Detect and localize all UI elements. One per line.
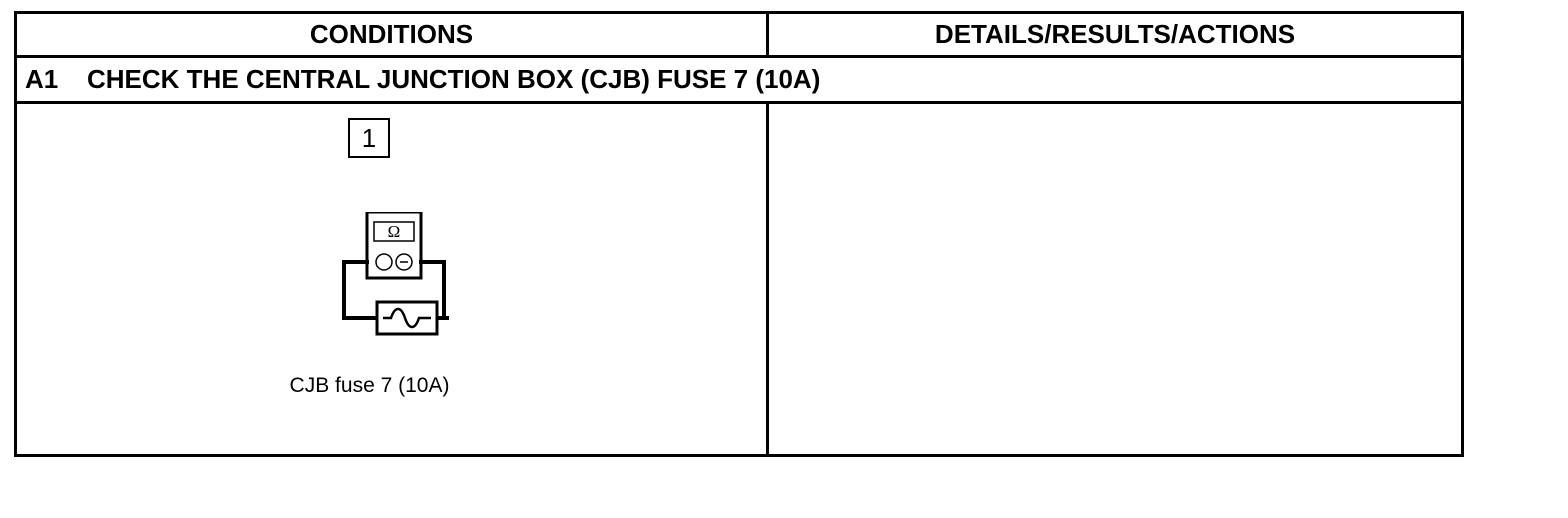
step-title: CHECK THE CENTRAL JUNCTION BOX (CJB) FUS… xyxy=(87,64,821,94)
header-details-results-actions: DETAILS/RESULTS/ACTIONS xyxy=(934,19,1296,49)
meter-ohm-symbol: Ω xyxy=(388,222,401,241)
step-id: A1 xyxy=(25,64,59,94)
table-header-row: CONDITIONS DETAILS/RESULTS/ACTIONS xyxy=(17,14,1461,58)
details-results-actions-cell xyxy=(769,104,1461,454)
step-heading-row: A1 CHECK THE CENTRAL JUNCTION BOX (CJB) … xyxy=(17,58,1461,104)
ohmmeter-fuse-diagram: Ω xyxy=(342,212,449,336)
fuse-icon xyxy=(357,300,449,336)
conditions-cell: 1 Ω CJB fuse 7 (10A) xyxy=(17,104,769,454)
header-conditions: CONDITIONS xyxy=(17,14,769,55)
diagnostic-table: CONDITIONS DETAILS/RESULTS/ACTIONS A1 CH… xyxy=(14,11,1464,457)
figure-caption: CJB fuse 7 (10A) xyxy=(289,374,450,397)
figure-number: 1 xyxy=(348,118,390,158)
ohmmeter-icon: Ω xyxy=(365,212,423,280)
